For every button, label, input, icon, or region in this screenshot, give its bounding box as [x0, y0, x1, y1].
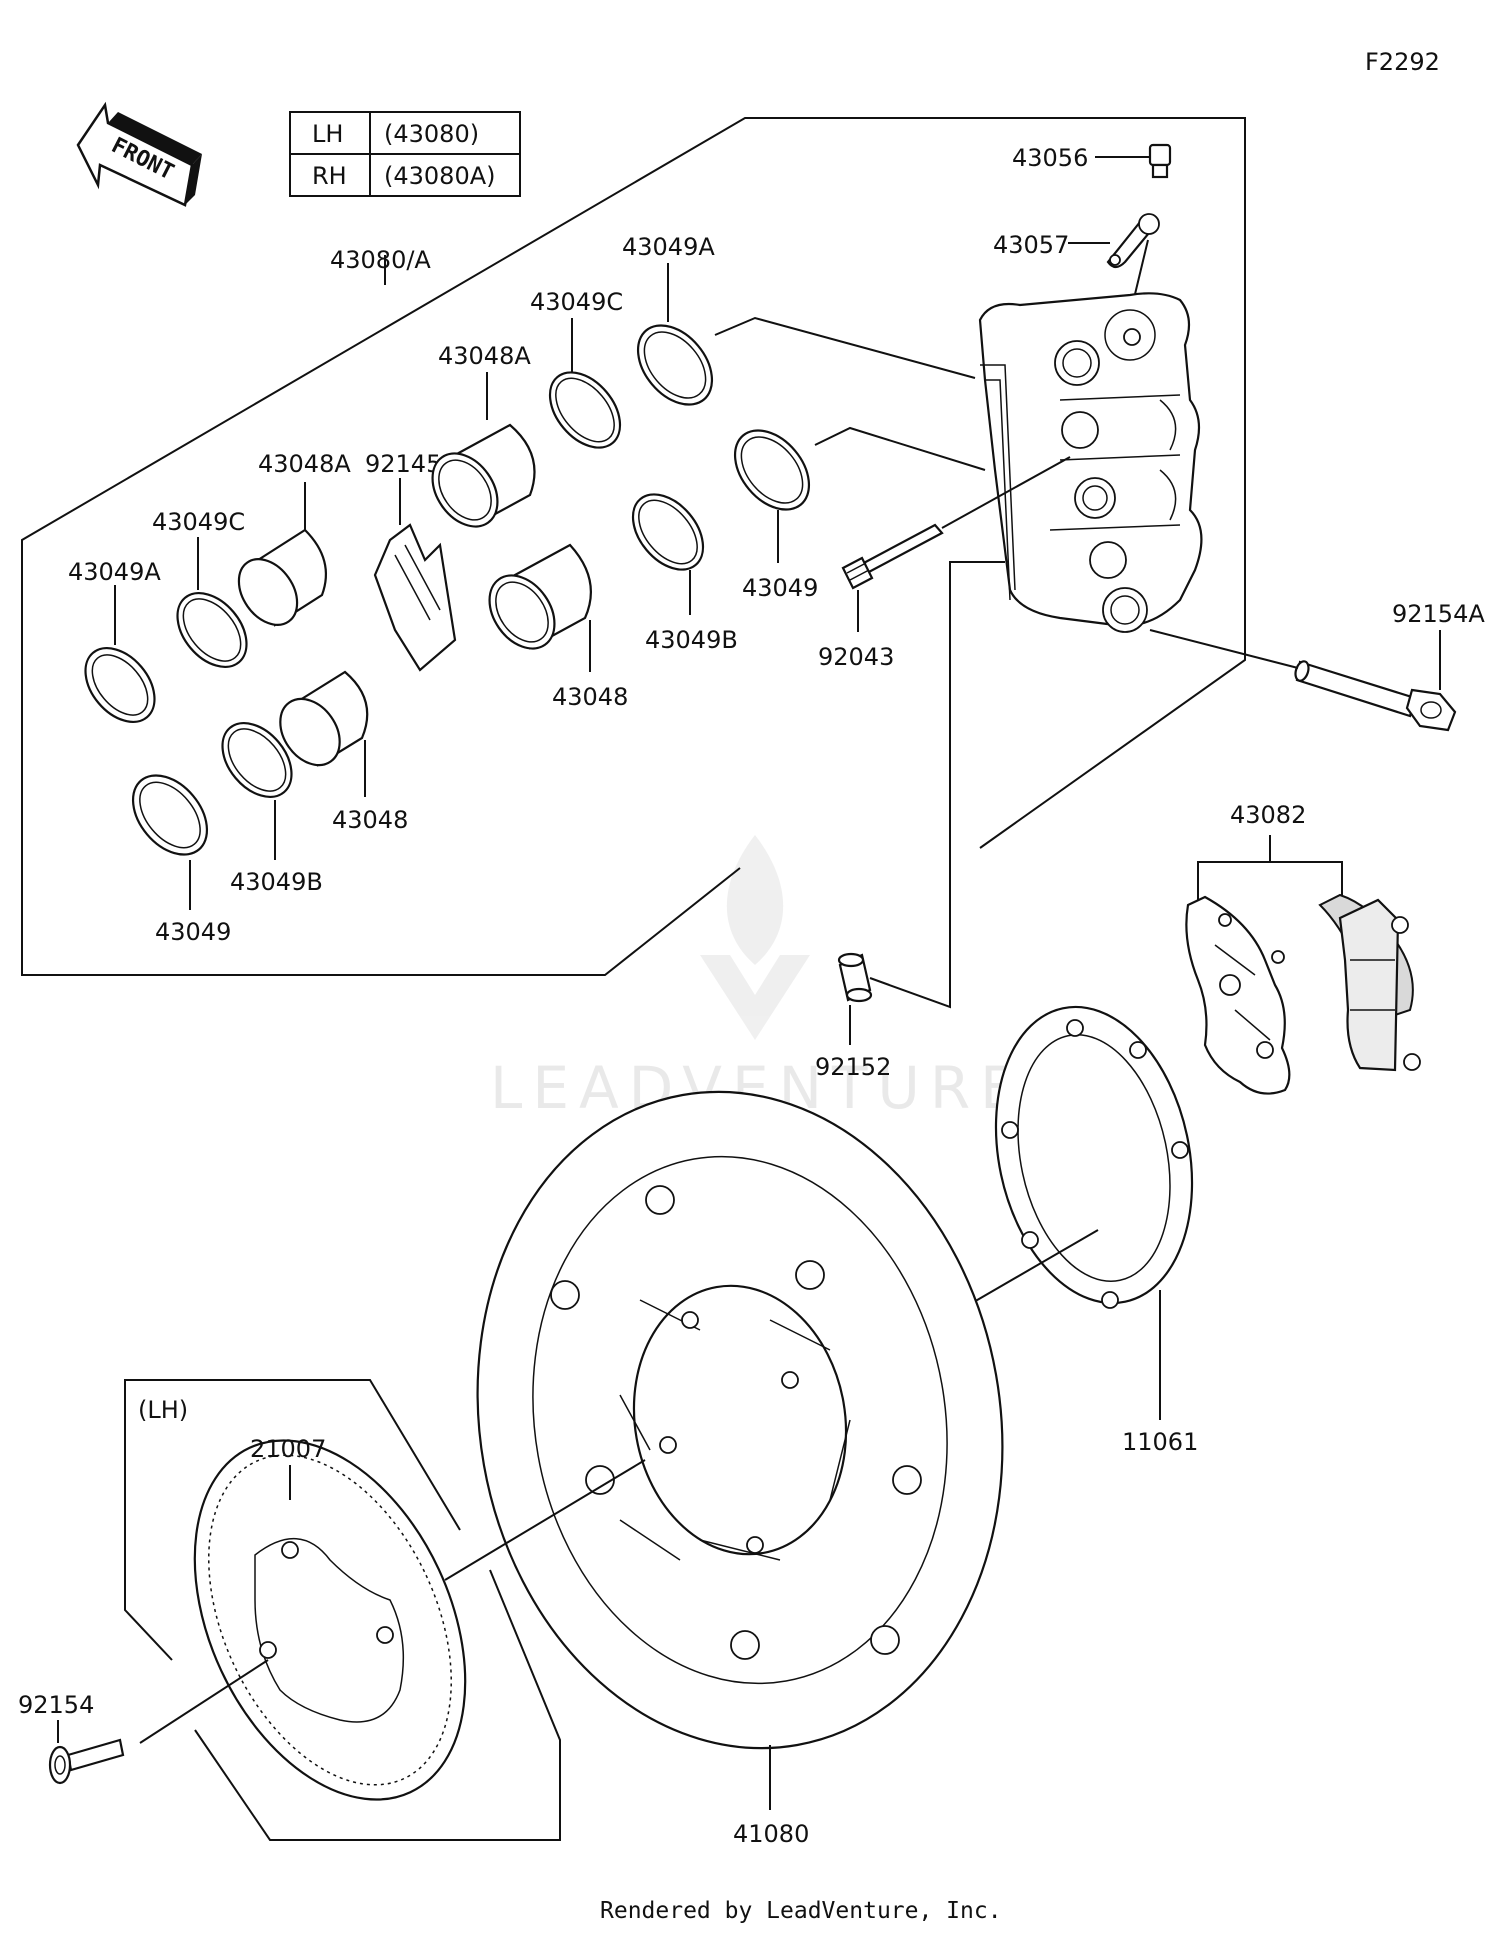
label-43049a-top: 43049A — [622, 233, 715, 261]
label-11061: 11061 — [1122, 1428, 1198, 1456]
seal-43049c-mid — [548, 318, 622, 449]
label-92152: 92152 — [815, 1053, 891, 1081]
pad-pin-92043 — [841, 456, 1071, 632]
label-43049a-left: 43049A — [68, 558, 161, 586]
label-43048-low: 43048 — [332, 806, 408, 834]
label-43049c-top: 43049C — [530, 288, 623, 316]
table-side-lh: LH — [312, 120, 343, 148]
label-43049c-left: 43049C — [152, 508, 245, 536]
label-43080-a: 43080/A — [330, 246, 431, 274]
seal-43049-mid — [733, 429, 811, 563]
seal-43049c-left — [176, 537, 248, 668]
label-92154: 92154 — [18, 1691, 94, 1719]
table-code-lh: (43080) — [384, 120, 479, 148]
table-side-rh: RH — [312, 162, 347, 190]
gasket-11061 — [959, 1005, 1194, 1420]
pad-spring-92145 — [373, 478, 457, 672]
watermark-logo — [700, 835, 810, 1040]
front-arrow-icon: FRONT — [76, 101, 202, 207]
leader-caliper-mid — [814, 426, 986, 471]
leader-caliper-top — [714, 316, 976, 379]
label-43048a-left: 43048A — [258, 450, 351, 478]
piston-43048a-mid — [431, 372, 536, 528]
bleeder-valve-43056 — [1095, 143, 1172, 179]
footer-credit: Rendered by LeadVenture, Inc. — [600, 1898, 1002, 1924]
caliper-assembly-boundary — [21, 117, 1246, 976]
table-code-rh: (43080A) — [384, 162, 496, 190]
piston-43048-left — [279, 670, 369, 797]
label-43049b-mid: 43049B — [645, 626, 738, 654]
label-43048-mid: 43048 — [552, 683, 628, 711]
bleeder-cap-43057 — [1068, 213, 1160, 316]
caliper-bolt-92154a — [1149, 629, 1457, 732]
label-43049-mid: 43049 — [742, 574, 818, 602]
label-43049-low: 43049 — [155, 918, 231, 946]
caliper-body — [978, 292, 1203, 633]
lh-inset-boundary-lower — [194, 1569, 561, 1841]
bushing-92152 — [837, 561, 1005, 1045]
label-43082: 43082 — [1230, 801, 1306, 829]
label-41080: 41080 — [733, 1820, 809, 1848]
seal-43049-left — [131, 774, 209, 910]
inset-label-lh: (LH) — [138, 1396, 188, 1424]
figure-id: F2292 — [1365, 48, 1440, 76]
side-code-table: LH (43080) RH (43080A) — [289, 111, 521, 197]
brake-disc-41080 — [476, 1090, 1004, 1810]
seal-43049b-mid — [631, 493, 705, 615]
label-92154a: 92154A — [1392, 600, 1485, 628]
seal-43049b-left — [221, 722, 293, 860]
label-43049b-left: 43049B — [230, 868, 323, 896]
brake-pads-43082 — [1185, 835, 1421, 1095]
piston-43048-mid — [488, 543, 592, 672]
label-92145: 92145 — [365, 450, 441, 478]
label-43048a-top: 43048A — [438, 342, 531, 370]
disc-bolt-92154 — [48, 1659, 269, 1785]
label-92043: 92043 — [818, 643, 894, 671]
label-43057: 43057 — [993, 231, 1069, 259]
piston-43048a-left — [237, 482, 327, 627]
seal-43049a-left — [84, 585, 156, 723]
label-21007: 21007 — [250, 1435, 326, 1463]
seal-43049a-mid — [636, 263, 714, 406]
abs-tone-ring-21007 — [193, 1439, 646, 1801]
lh-inset-boundary — [124, 1379, 461, 1661]
label-43056: 43056 — [1012, 144, 1088, 172]
